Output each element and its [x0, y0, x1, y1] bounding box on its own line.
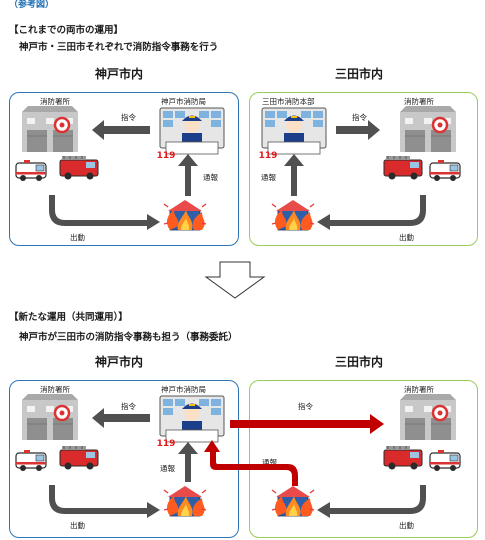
fire-engine-icon	[383, 445, 423, 470]
reference-figure-label: （参考図）	[9, 0, 55, 10]
new-operation-subtitle: 神戸市が三田市の消防指令事務も担う（事務委託）	[19, 332, 238, 343]
fire-engine-icon	[383, 155, 423, 180]
kobe-hq-label-current: 神戸市消防局	[161, 97, 206, 106]
sanda-hq-label-current: 三田市消防本部	[262, 97, 315, 106]
report-arrow	[178, 154, 198, 196]
sanda-report-label-new: 通報	[262, 458, 277, 467]
sanda-station-label-current: 消防署所	[404, 97, 434, 106]
kobe-command-label-new: 指令	[121, 402, 136, 411]
fire-engine-icon	[59, 445, 99, 470]
report-arrow	[284, 154, 304, 196]
kobe-hq-label-new: 神戸市消防局	[161, 385, 206, 394]
kobe-station-label-current: 消防署所	[40, 97, 70, 106]
house-fire-icon	[163, 199, 207, 231]
cross-region-command-arrow	[230, 414, 384, 434]
sanda-command-center-icon	[261, 107, 327, 155]
report-arrow	[178, 442, 198, 482]
kobe-city-label-new: 神戸市内	[95, 355, 144, 369]
ambulance-icon	[15, 449, 47, 472]
kobe-fire-station-building-icon	[20, 104, 80, 154]
house-fire-icon	[271, 199, 315, 231]
sanda-city-label-new: 三田市内	[335, 355, 384, 369]
kobe-command-center-icon	[159, 107, 225, 155]
emergency-number-label: 119	[157, 439, 176, 449]
dispatch-arrow	[317, 195, 426, 230]
kobe-command-center-icon	[159, 395, 225, 443]
ambulance-icon	[15, 159, 47, 182]
command-arrow	[92, 120, 150, 140]
kobe-report-label-current: 通報	[203, 173, 218, 182]
new-operation-title: 【新たな運用（共同運用）】	[9, 312, 128, 323]
sanda-fire-station-building-icon	[398, 104, 458, 154]
sanda-dispatch-label-current: 出動	[399, 233, 414, 242]
kobe-dispatch-label-current: 出動	[70, 233, 85, 242]
sanda-fire-station-building-icon	[398, 392, 458, 442]
kobe-city-label-current: 神戸市内	[95, 67, 144, 81]
emergency-number-label: 119	[157, 151, 176, 161]
ambulance-icon	[429, 449, 461, 472]
emergency-number-label: 119	[259, 151, 278, 161]
fire-engine-icon	[59, 155, 99, 180]
kobe-station-label-new: 消防署所	[40, 385, 70, 394]
kobe-fire-station-building-icon	[20, 392, 80, 442]
dispatch-arrow	[317, 485, 426, 518]
current-operation-title: 【これまでの両市の運用】	[9, 25, 124, 36]
sanda-command-label-current: 指令	[352, 113, 367, 122]
sanda-city-label-current: 三田市内	[335, 67, 384, 81]
transition-down-arrow-icon	[204, 261, 266, 299]
kobe-report-label-new: 通報	[160, 464, 175, 473]
cross-region-report-arrow	[204, 440, 298, 486]
sanda-station-label-new: 消防署所	[404, 385, 434, 394]
house-fire-icon	[163, 485, 207, 517]
command-arrow	[336, 120, 380, 140]
sanda-dispatch-label-new: 出動	[399, 521, 414, 530]
dispatch-arrow	[49, 485, 160, 518]
dispatch-arrow	[49, 195, 160, 230]
command-arrow	[92, 408, 150, 428]
current-operation-subtitle: 神戸市・三田市それぞれで消防指令事務を行う	[19, 42, 219, 53]
house-fire-icon	[271, 485, 315, 517]
kobe-command-label-current: 指令	[121, 113, 136, 122]
kobe-dispatch-label-new: 出動	[70, 521, 85, 530]
sanda-command-label-new: 指令	[298, 402, 313, 411]
ambulance-icon	[429, 159, 461, 182]
sanda-report-label-current: 通報	[261, 173, 276, 182]
